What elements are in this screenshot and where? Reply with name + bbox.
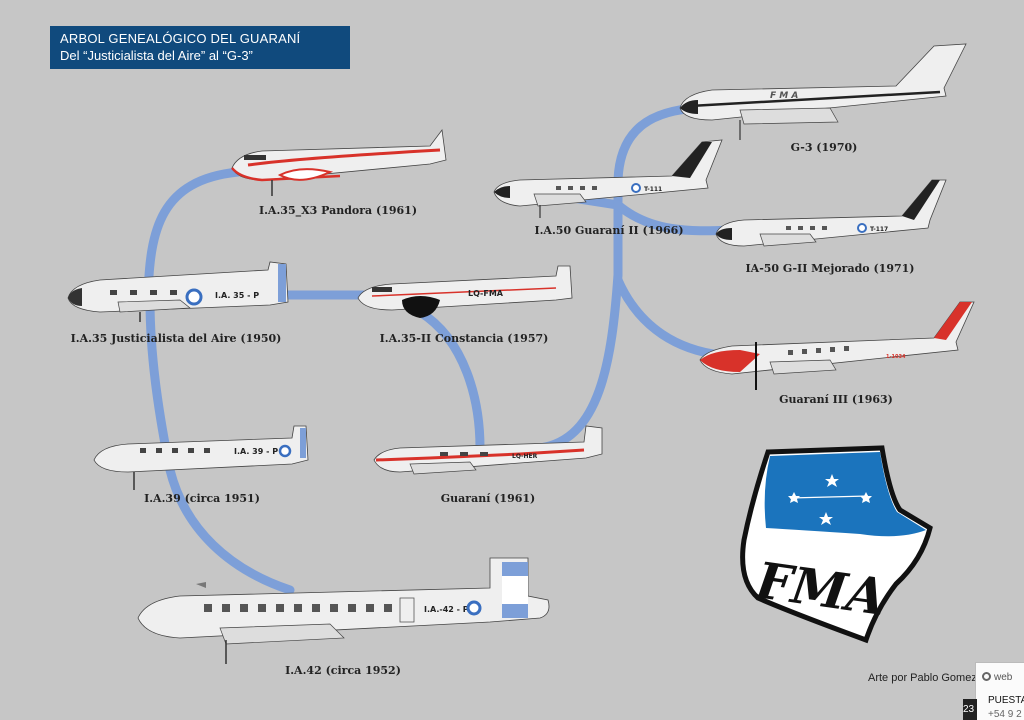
label-ia50: I.A.50 Guaraní II (1966)	[534, 224, 684, 237]
ia42-marking: I.A.-42 - P	[424, 605, 469, 614]
aircraft-guarani-1961: LQ-HER	[373, 425, 603, 475]
label-ia42: I.A.42 (circa 1952)	[285, 664, 401, 677]
aircraft-ia35-ii: LQ-FMA	[357, 265, 573, 318]
aircraft-ia35: I.A. 35 - P	[67, 261, 289, 322]
connector-trunk-mejorado	[613, 200, 735, 236]
notification-header: web	[982, 672, 1012, 683]
diagram-title: ARBOL GENEALÓGICO DEL GUARANÍ	[60, 31, 301, 46]
ia39-marking: I.A. 39 - P	[234, 447, 278, 456]
connector-constancia-guarani	[415, 307, 485, 453]
aircraft-guarani-iii: 1-1034	[699, 301, 975, 390]
diagram-title-box: ARBOL GENEALÓGICO DEL GUARANÍ Del “Justi…	[50, 26, 350, 69]
label-guarani-iii: Guaraní III (1963)	[779, 393, 893, 406]
ia50-marking: T-111	[644, 186, 662, 193]
ia35-marking: I.A. 35 - P	[215, 291, 259, 300]
aircraft-ia35-x3	[231, 128, 447, 196]
label-g3: G-3 (1970)	[790, 141, 858, 154]
connector-trunk-guarani3	[613, 275, 725, 360]
chrome-icon	[982, 672, 991, 681]
label-ia50-mejorado: IA-50 G-II Mejorado (1971)	[745, 262, 915, 275]
ia35-ii-marking: LQ-FMA	[468, 289, 504, 298]
label-ia35-x3: I.A.35_X3 Pandora (1961)	[258, 204, 418, 217]
connector-ia35-pandora	[143, 167, 243, 301]
southern-cross-stars	[788, 474, 872, 525]
label-ia35-ii: I.A.35-II Constancia (1957)	[379, 332, 549, 345]
connector-guarani-trunk	[535, 270, 623, 453]
notification-app: web	[994, 672, 1013, 683]
label-ia35: I.A.35 Justicialista del Aire (1950)	[70, 332, 282, 345]
notification-title: PUESTA	[988, 695, 1024, 706]
guarani-iii-marking: 1-1034	[886, 354, 906, 360]
guarani-1961-marking: LQ-HER	[512, 453, 538, 460]
taskbar-clock: 23	[963, 699, 977, 720]
aircraft-g3: F M A	[679, 43, 967, 140]
label-ia39: I.A.39 (circa 1951)	[144, 492, 260, 505]
g3-marking: F M A	[770, 91, 798, 101]
fma-logo: FMA	[740, 445, 933, 644]
ia50-mejorado-marking: T-117	[870, 226, 888, 233]
label-guarani-1961: Guaraní (1961)	[440, 492, 536, 505]
aircraft-ia42: I.A.-42 - P	[137, 557, 550, 664]
artist-credit: Arte por Pablo Gomez	[868, 672, 977, 684]
diagram-subtitle: Del “Justicialista del Aire” al “G-3”	[60, 48, 253, 63]
notification-body: +54 9 2	[988, 709, 1022, 720]
aircraft-ia50: T-111	[493, 139, 723, 218]
notification-popup[interactable]: web PUESTA +54 9 2	[975, 662, 1024, 720]
aircraft-ia50-mejorado: T-117	[715, 179, 947, 247]
aircraft-ia39: I.A. 39 - P	[93, 425, 309, 490]
